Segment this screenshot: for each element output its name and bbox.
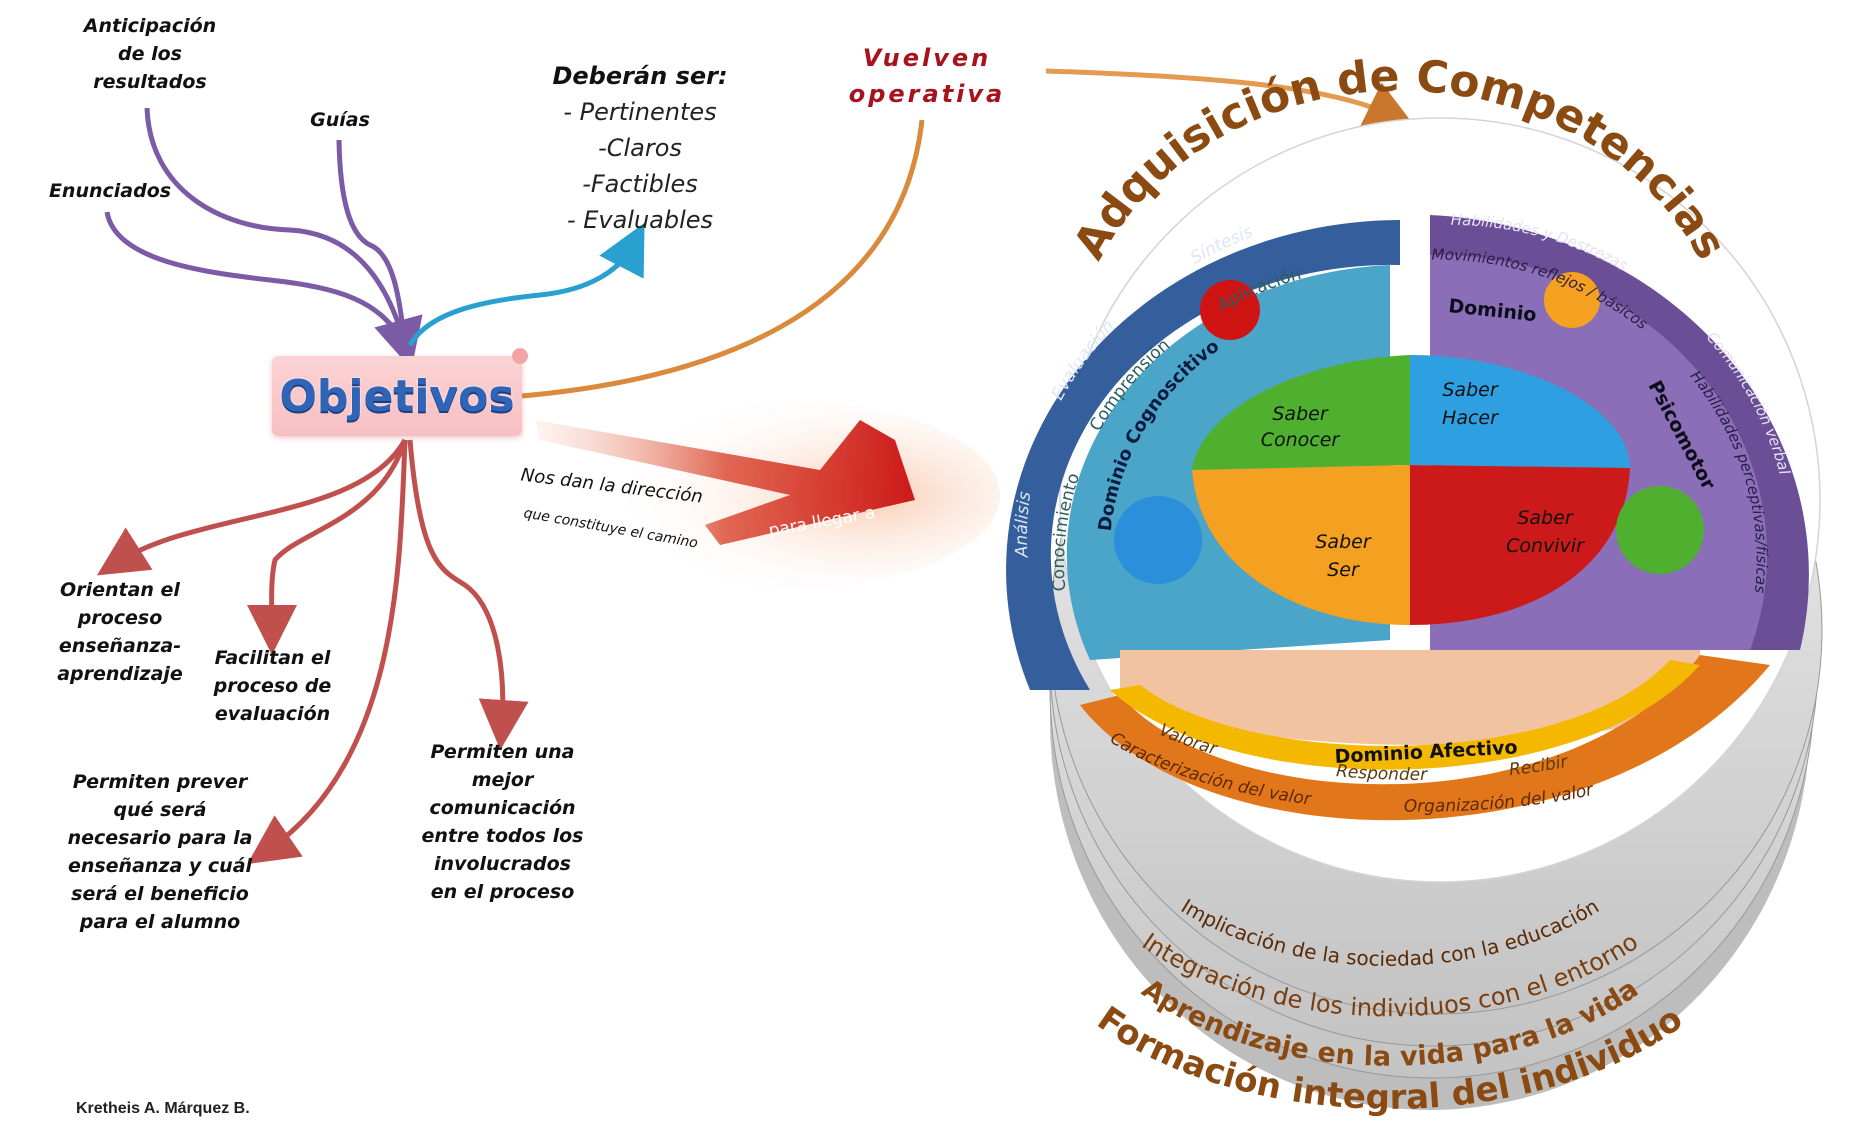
figure-green	[1616, 486, 1704, 574]
direction-arrow	[535, 420, 915, 545]
cognitive-outer-labels: Análisis	[1012, 490, 1036, 559]
branch-connector-anticipacion	[144, 107, 423, 370]
deberan-item: - Evaluables	[566, 206, 714, 234]
deberan-ser-box: Deberán ser: - Pertinentes -Claros -Fact…	[550, 58, 730, 238]
puzzle-label-line2: Convivir	[1506, 535, 1585, 557]
deberan-item: -Claros	[598, 134, 682, 162]
puzzle-piece-saber-conocer	[1192, 355, 1410, 470]
branch-facilitan: Facilitan el proceso de evaluación	[213, 647, 332, 725]
puzzle	[1192, 355, 1630, 625]
affective-inner-band	[1110, 660, 1700, 770]
puzzle-label-line2: Conocer	[1261, 429, 1341, 451]
branch-guias: Guías	[310, 109, 370, 131]
deberan-ser-title: Deberán ser:	[552, 62, 728, 90]
branch-connector-permiten-comunicacion	[407, 439, 529, 750]
cognitive-outer-band	[1006, 220, 1400, 690]
branch-connector-facilitan	[246, 439, 408, 655]
branch-orientan: Orientan el proceso enseñanza- aprendiza…	[57, 579, 183, 685]
branch-connector-orientan	[96, 438, 408, 576]
branch-connector-guias	[336, 139, 408, 346]
affective-outer-band	[1080, 655, 1770, 821]
puzzle-label-line1: Saber	[1442, 379, 1498, 401]
branch-enunciados: Enunciados	[48, 180, 172, 202]
deberan-item: - Pertinentes	[563, 98, 717, 126]
figure-blue	[1114, 496, 1202, 584]
puzzle-piece-saber-hacer	[1410, 355, 1630, 468]
objetivos-title: Objetivos	[279, 370, 515, 422]
affective-inner-label: Responder	[1335, 761, 1428, 785]
branch-connector-permiten-prever	[247, 439, 408, 865]
branch-anticipacion: Anticipación de los resultados	[83, 15, 217, 93]
node-corner-dot	[512, 348, 528, 364]
objetivos-node[interactable]: Objetivos	[272, 348, 528, 436]
figure-red	[1200, 280, 1260, 340]
puzzle-piece-saber-ser	[1192, 465, 1410, 625]
puzzle-label-line2: Ser	[1327, 559, 1360, 581]
branch-permiten-prever: Permiten prever qué será necesario para …	[67, 771, 253, 933]
puzzle-label-line1: Saber	[1315, 531, 1371, 553]
connector-to-competencias	[1045, 68, 1416, 128]
branch-permiten-comunicacion: Permiten una mejor comunicación entre to…	[421, 741, 584, 903]
branch-connector-vuelven	[521, 119, 925, 399]
deberan-item: -Factibles	[582, 170, 698, 198]
puzzle-label-line1: Saber	[1272, 403, 1328, 425]
puzzle-piece-saber-convivir	[1410, 465, 1630, 625]
affective-fill	[1120, 650, 1700, 745]
branch-connector-enunciados	[104, 211, 408, 347]
branch-connector-deberan	[407, 222, 645, 347]
figures	[1114, 272, 1704, 584]
puzzle-label-line2: Hacer	[1442, 407, 1499, 429]
author-credit: Kretheis A. Márquez B.	[76, 1100, 250, 1117]
vuelven-operativa-label: Vuelven operativa	[848, 44, 1006, 108]
puzzle-label-line1: Saber	[1517, 507, 1573, 529]
figure-orange	[1544, 272, 1600, 328]
